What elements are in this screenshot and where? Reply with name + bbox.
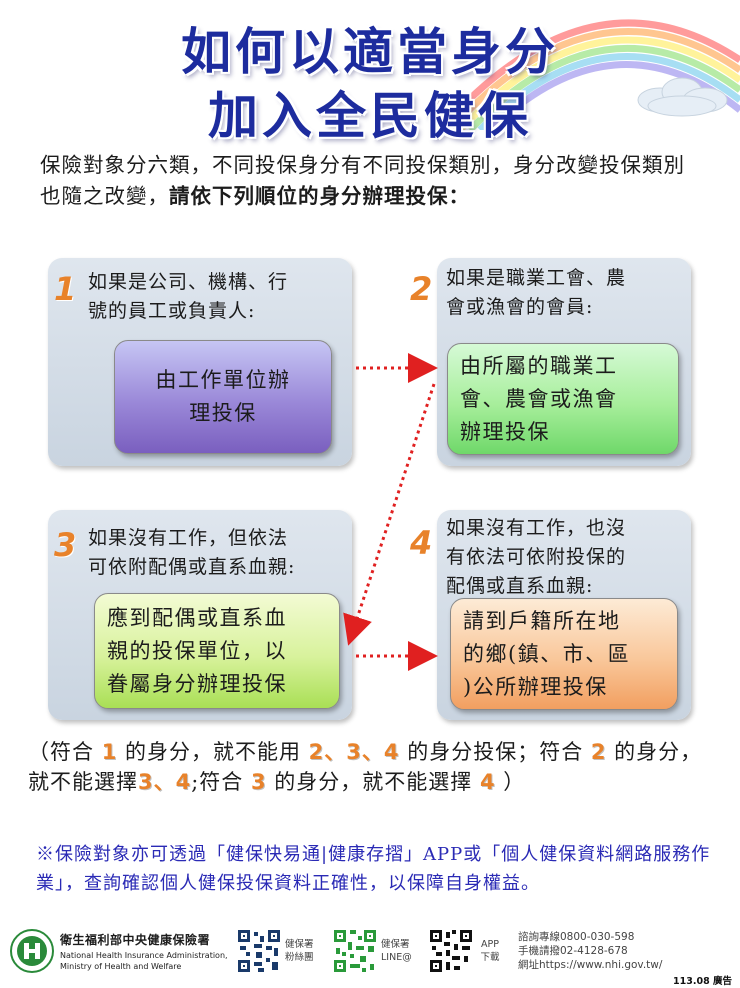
- contact-mobile: 手機請撥02-4128-678: [518, 945, 628, 957]
- rule-number-5: 3: [251, 770, 267, 794]
- step-3-condition-line1: 如果沒有工作，但依法: [88, 527, 289, 549]
- ad-code: 113.08 廣告: [673, 976, 732, 987]
- step-1-action-line2: 理投保: [189, 401, 257, 425]
- step-2-condition: 如果是職業工會、農 會或漁會的會員:: [446, 264, 626, 322]
- step-4-action-line1: 請到戶籍所在地: [463, 608, 621, 633]
- rule-text-1: （符合: [28, 740, 102, 764]
- step-4-action-box: 請到戶籍所在地 的鄉(鎮、市、區 )公所辦理投保: [450, 598, 678, 710]
- step-3-action-box: 應到配偶或直系血 親的投保單位，以 眷屬身分辦理投保: [94, 593, 340, 709]
- rule-text-4: 的身分，就不能選擇: [28, 740, 703, 794]
- rule-number-4: 3、4: [138, 770, 192, 794]
- qr-app-label-line2: 下載: [480, 952, 500, 963]
- step-1-action-box: 由工作單位辦 理投保: [114, 340, 332, 454]
- step-1-action-line1: 由工作單位辦: [155, 368, 291, 392]
- footer: 衛生福利部中央健康保險署 National Health Insurance A…: [0, 925, 740, 988]
- qr-code-app[interactable]: [428, 928, 474, 974]
- step-3-condition: 如果沒有工作，但依法 可依附配偶或直系血親:: [88, 524, 295, 582]
- org-name: 衛生福利部中央健康保險署 National Health Insurance A…: [60, 931, 228, 972]
- step-3-action-line2: 親的投保單位，以: [107, 638, 287, 663]
- priority-rule-text: （符合 1 的身分，就不能用 2、3、4 的身分投保；符合 2 的身分，就不能選…: [28, 737, 718, 797]
- rule-number-2: 2、3、4: [308, 740, 400, 764]
- org-name-zh: 衛生福利部中央健康保險署: [60, 933, 211, 947]
- qr-fanpage-label-line1: 健保署: [285, 939, 314, 950]
- step-2-action-line3: 辦理投保: [460, 419, 550, 444]
- step-3-action-line1: 應到配偶或直系血: [107, 605, 287, 630]
- org-name-en: National Health Insurance Administration…: [60, 950, 228, 972]
- step-4-condition-line2: 有依法可依附投保的: [446, 546, 627, 568]
- step-1-condition-line2: 號的員工或負責人:: [88, 300, 256, 322]
- qr-line-label-line1: 健保署: [381, 939, 410, 950]
- intro-paragraph: 保險對象分六類，不同投保身分有不同投保類別，身分改變投保類別也隨之改變，請依下列…: [40, 150, 700, 212]
- step-1-number: 1: [54, 270, 77, 308]
- step-4-number: 4: [410, 524, 433, 562]
- page-title-line1: 如何以適當身分: [181, 23, 559, 81]
- nhi-logo: [10, 929, 54, 973]
- rainbow-illustration: [437, 19, 740, 130]
- rule-text-7: ）: [495, 770, 526, 794]
- intro-text: 保險對象分六類，不同投保身分有不同投保類別，身分改變投保類別也隨之改變，: [40, 153, 685, 208]
- step-2-action-line2: 會、農會或漁會: [460, 386, 618, 411]
- app-note: ※保險對象亦可透過「健保快易通|健康存摺」APP或「個人健保資料網路服務作業」，…: [36, 844, 711, 894]
- step-3-action-line3: 眷屬身分辦理投保: [107, 671, 287, 696]
- rule-number-3: 2: [590, 740, 607, 764]
- step-3-condition-line2: 可依附配偶或直系血親:: [88, 556, 296, 578]
- step-1-condition: 如果是公司、機構、行 號的員工或負責人:: [88, 268, 288, 326]
- step-4-condition-line1: 如果沒有工作，也沒: [446, 517, 627, 539]
- step-3-number: 3: [54, 526, 77, 564]
- qr-fanpage-label: 健保署 粉絲團: [285, 938, 327, 964]
- step-2-condition-line2: 會或漁會的會員:: [446, 296, 594, 318]
- contact-website[interactable]: 網址https://www.nhi.gov.tw/: [518, 959, 663, 971]
- step-4-condition-line3: 配偶或直系血親:: [446, 575, 594, 597]
- step-2-condition-line1: 如果是職業工會、農: [446, 267, 627, 289]
- rule-number-1: 1: [101, 740, 118, 764]
- qr-fanpage-label-line2: 粉絲團: [285, 952, 314, 963]
- qr-code-line[interactable]: [332, 928, 378, 974]
- step-4-condition: 如果沒有工作，也沒 有依法可依附投保的 配偶或直系血親:: [446, 514, 626, 601]
- rule-text-3: 的身分投保；符合: [399, 740, 591, 764]
- qr-line-label-line2: LINE@: [381, 952, 412, 963]
- qr-app-label-line1: APP: [481, 939, 499, 950]
- contact-hotline: 諮詢專線0800-030-598: [518, 931, 635, 943]
- org-name-en-line2: Ministry of Health and Welfare: [60, 962, 182, 971]
- rule-text-5: ;符合: [191, 770, 251, 794]
- rule-number-6: 4: [479, 770, 496, 794]
- step-4-action-line3: )公所辦理投保: [463, 674, 608, 699]
- qr-code-fanpage[interactable]: [236, 928, 282, 974]
- page-title-line2: 加入全民健保: [208, 87, 532, 145]
- rule-text-6: 的身分，就不能選擇: [266, 770, 480, 794]
- step-4-action-line2: 的鄉(鎮、市、區: [463, 641, 631, 666]
- contact-info: 諮詢專線0800-030-598 手機請撥02-4128-678 網址https…: [518, 930, 662, 972]
- rule-text-2: 的身分，就不能用: [117, 740, 309, 764]
- step-2-action-box: 由所屬的職業工 會、農會或漁會 辦理投保: [447, 343, 679, 455]
- intro-emphasis: 請依下列順位的身分辦理投保：: [169, 184, 470, 208]
- qr-app-label: APP 下載: [478, 938, 502, 964]
- arrow-step2-to-step3: [343, 383, 436, 646]
- step-1-condition-line1: 如果是公司、機構、行: [88, 271, 289, 293]
- org-name-en-line1: National Health Insurance Administration…: [60, 951, 228, 960]
- step-2-number: 2: [410, 270, 433, 308]
- qr-line-label: 健保署 LINE@: [381, 938, 423, 964]
- step-2-action-line1: 由所屬的職業工: [460, 353, 618, 378]
